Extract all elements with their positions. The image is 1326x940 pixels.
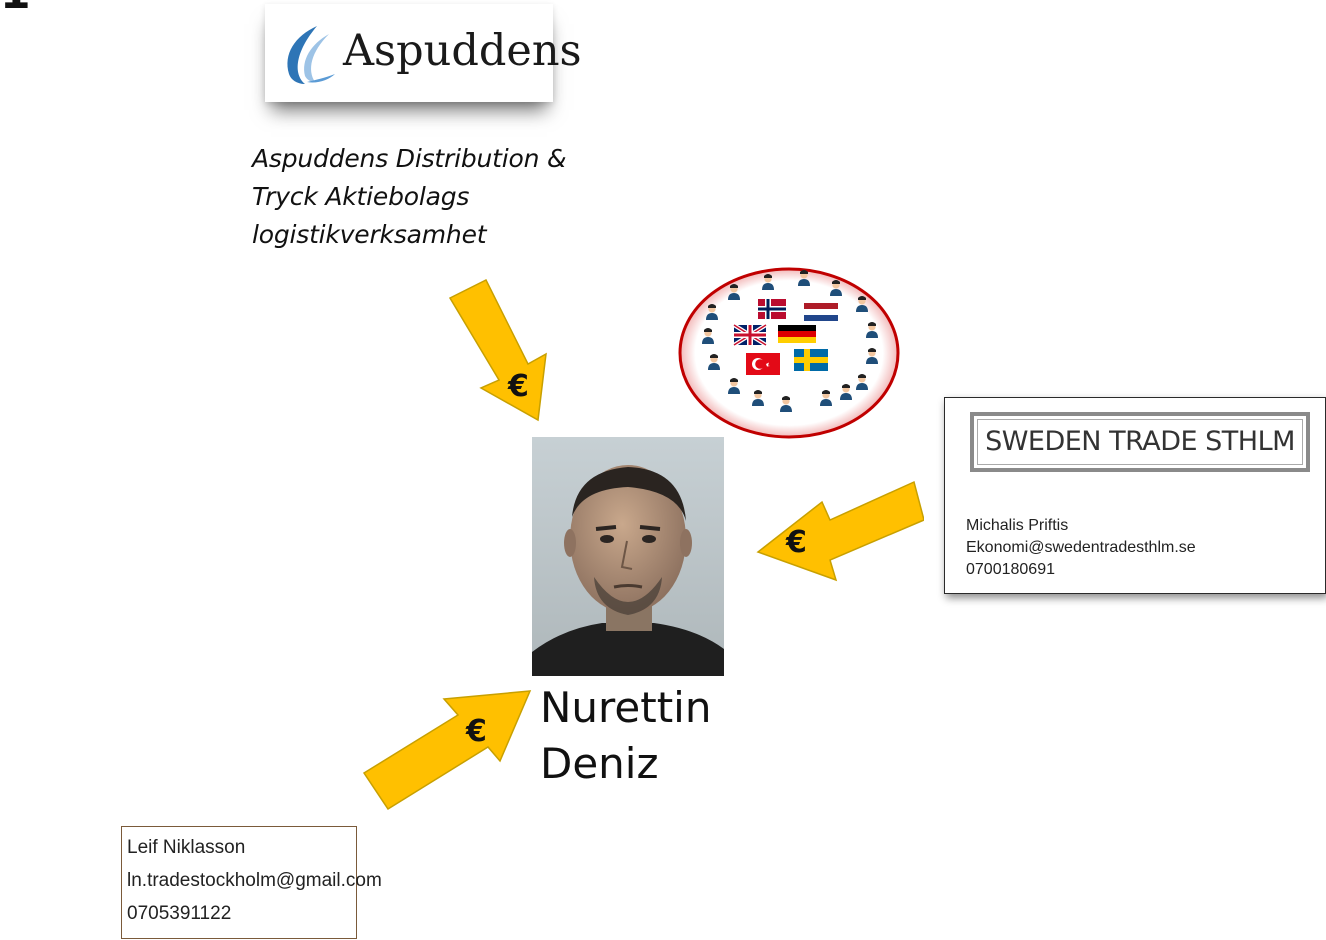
aspuddens-logo-text: Aspuddens	[343, 26, 582, 76]
person-name: Nurettin Deniz	[540, 680, 711, 792]
sweden-trade-logo-text: SWEDEN TRADE STHLM	[985, 426, 1295, 457]
money-arrow-from-leif: €	[362, 690, 532, 811]
sweden-trade-contact: Michalis Priftis Ekonomi@swedentradesthl…	[966, 515, 1196, 581]
sweden-trade-logo: SWEDEN TRADE STHLM	[970, 412, 1310, 472]
company-caption: Aspuddens Distribution & Tryck Aktiebola…	[252, 140, 566, 254]
arrow-shape	[362, 690, 532, 811]
germany-flag	[778, 325, 816, 343]
arrow-shape	[756, 480, 924, 582]
contact-name: Michalis Priftis	[966, 517, 1069, 534]
euro-symbol: €	[507, 369, 529, 404]
international-network	[678, 267, 900, 439]
sweden-flag	[794, 349, 828, 371]
money-arrow-from-aspuddens: €	[448, 278, 547, 422]
netherlands-flag	[804, 303, 838, 321]
leif-contact-card: Leif Niklasson ln.tradestockholm@gmail.c…	[121, 826, 382, 939]
sweden-trade-card: SWEDEN TRADE STHLM Michalis Priftis Ekon…	[944, 397, 1326, 594]
uk-flag	[732, 323, 768, 347]
contact-name: Leif Niklasson	[127, 837, 246, 858]
money-arrow-from-sweden-trade: €	[756, 480, 924, 582]
euro-symbol: €	[465, 714, 487, 749]
contact-phone: 0705391122	[127, 903, 232, 924]
aspuddens-swoosh-icon	[287, 26, 335, 84]
portrait-photo	[532, 437, 724, 676]
person-first-name: Nurettin	[540, 683, 712, 732]
contact-phone: 0700180691	[966, 561, 1055, 578]
person-last-name: Deniz	[540, 739, 659, 788]
norway-flag	[758, 299, 786, 319]
contact-email: Ekonomi@swedentradesthlm.se	[966, 539, 1196, 556]
contact-email: ln.tradestockholm@gmail.com	[127, 870, 382, 891]
company-caption-line: Aspuddens Distribution &	[252, 144, 567, 173]
turkey-flag	[746, 353, 780, 375]
aspuddens-logo: Aspuddens	[265, 4, 582, 102]
euro-symbol: €	[785, 525, 807, 560]
corner-page-number: 1	[0, 0, 31, 16]
company-caption-line: Tryck Aktiebolags	[252, 182, 470, 211]
company-caption-line: logistikverksamhet	[252, 220, 487, 249]
arrow-shape	[448, 278, 547, 422]
leif-contact: Leif Niklasson ln.tradestockholm@gmail.c…	[127, 831, 382, 930]
